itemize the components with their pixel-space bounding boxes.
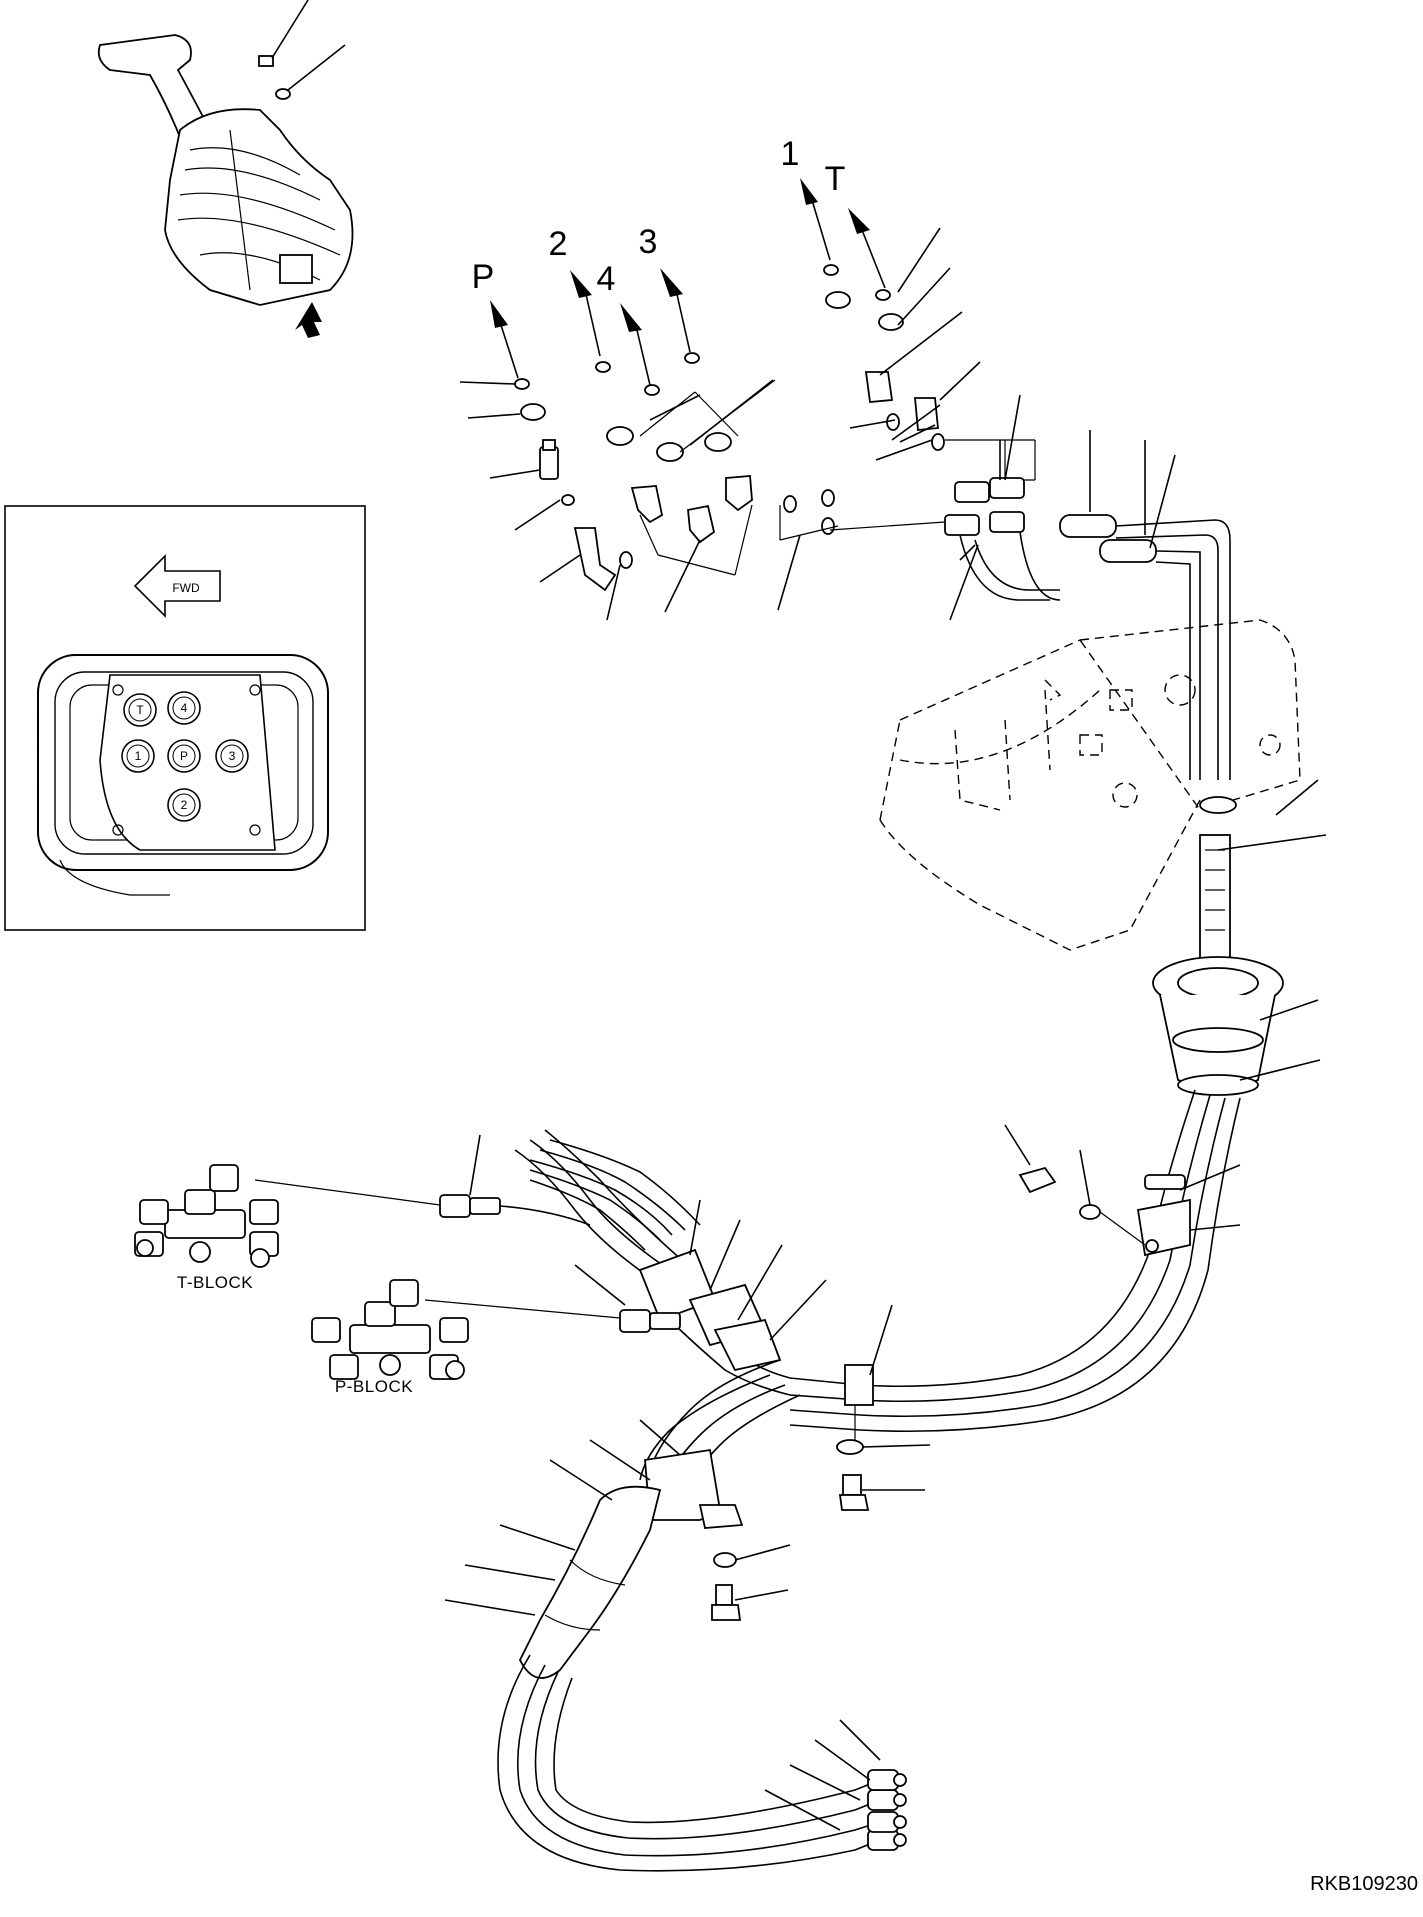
port-label-3: 3	[639, 223, 658, 261]
fittings-cluster	[514, 264, 1036, 592]
p-block: P-BLOCK	[311, 1279, 469, 1396]
inset-panel: FWD T 4 1 P	[4, 505, 366, 931]
svg-text:4: 4	[181, 701, 188, 715]
port-label-4: 4	[597, 260, 616, 298]
hose-bundle	[444, 1089, 1241, 1872]
grommet-assembly	[1152, 779, 1327, 1096]
fwd-arrow-icon	[133, 554, 221, 618]
inset-port-3: 3	[215, 739, 249, 773]
inset-port-1: 1	[121, 739, 155, 773]
t-block: T-BLOCK	[134, 1164, 279, 1292]
inset-port-4: 4	[167, 691, 201, 725]
svg-text:2: 2	[181, 798, 188, 812]
sleeves-upper	[638, 1248, 782, 1372]
port-label-t: T	[825, 160, 846, 198]
port-label-2: 2	[549, 225, 568, 263]
t-block-label: T-BLOCK	[177, 1273, 253, 1292]
block-hoses	[254, 1134, 701, 1333]
inset-port-p: P	[167, 739, 201, 773]
fwd-label: FWD	[172, 581, 200, 595]
inset-port-2: 2	[167, 788, 201, 822]
svg-text:1: 1	[135, 749, 142, 763]
leader-lines	[459, 227, 981, 621]
svg-text:3: 3	[229, 749, 236, 763]
svg-text:P: P	[180, 749, 188, 763]
inset-port-t: T	[123, 693, 157, 727]
port-callouts: 1 T P 2 4 3	[472, 135, 886, 386]
port-label-1: 1	[781, 135, 800, 173]
hose-connectors-top	[944, 394, 1231, 780]
svg-text:T: T	[136, 703, 144, 717]
p-block-label: P-BLOCK	[335, 1377, 413, 1396]
port-label-p: P	[472, 258, 495, 296]
console-housing	[879, 619, 1301, 951]
reference-code: RKB109230	[1310, 1873, 1418, 1895]
joystick-lever	[97, 0, 354, 338]
